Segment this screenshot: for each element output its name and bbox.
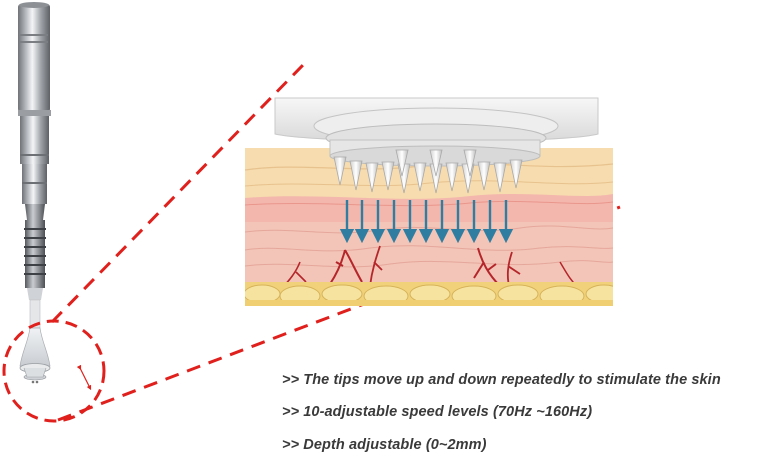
feature-depth: >> Depth adjustable (0~2mm) bbox=[282, 437, 487, 453]
microneedling-pen-icon bbox=[18, 2, 51, 384]
needle-cartridge bbox=[274, 97, 599, 167]
up-down-arrow-icon bbox=[76, 364, 92, 391]
skin-cross-section bbox=[245, 148, 613, 306]
penetration-arrows bbox=[339, 200, 514, 244]
feature-tips-motion: >> The tips move up and down repeatedly … bbox=[282, 372, 721, 388]
needle-row bbox=[333, 149, 523, 194]
feature-speed-levels: >> 10-adjustable speed levels (70Hz ~160… bbox=[282, 404, 593, 420]
zoom-callout bbox=[2, 63, 621, 423]
